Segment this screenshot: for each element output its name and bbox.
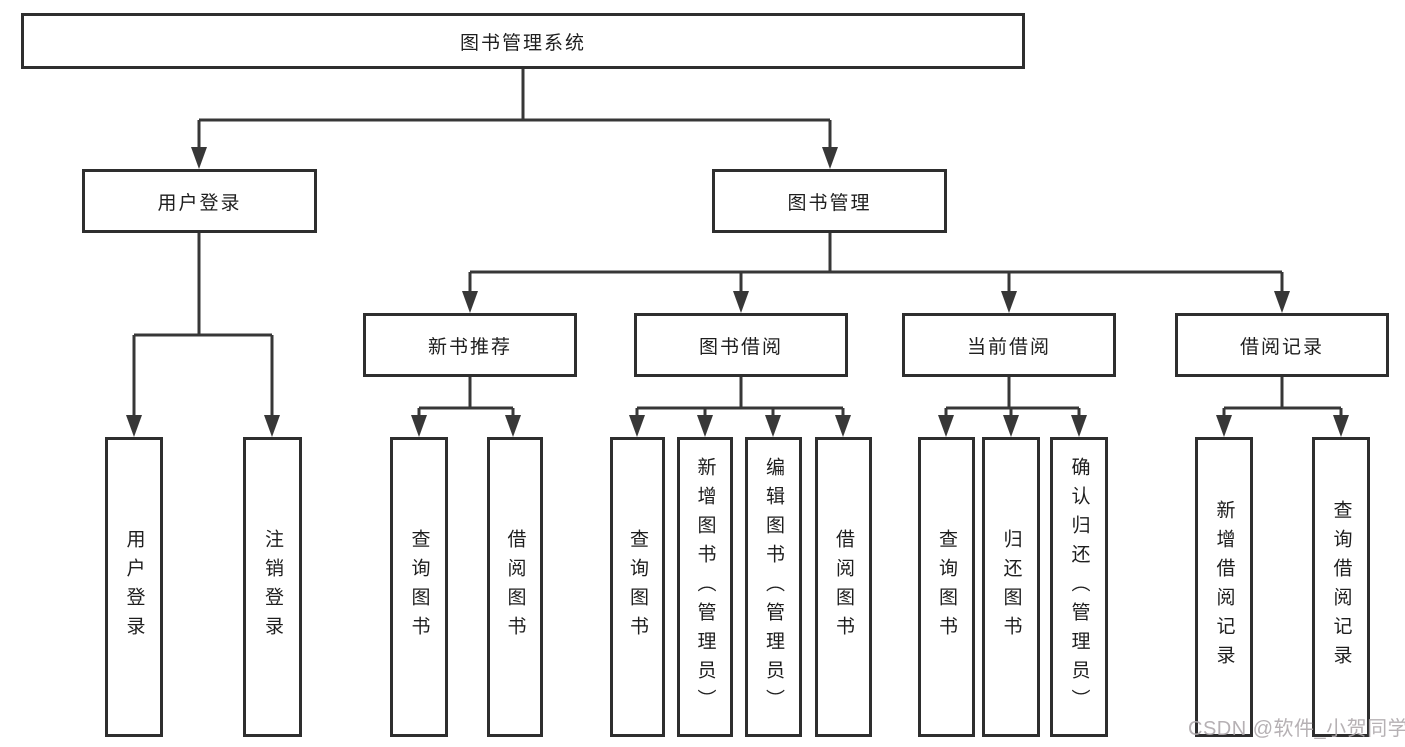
- leaf-label-current-return-books: 归还图书: [1000, 529, 1022, 645]
- node-box-borrowing-records: 借阅记录: [1175, 313, 1389, 377]
- leaf-label-user-login: 用户登录: [123, 529, 145, 645]
- leaf-box-recommend-query-books: 查询图书: [390, 437, 448, 737]
- arrowhead-down-icons: [126, 147, 1349, 437]
- leaf-label-borrowing-borrow-books: 借阅图书: [833, 529, 854, 645]
- node-label-system-root: 图书管理系统: [459, 32, 586, 54]
- node-box-book-management: 图书管理: [712, 169, 947, 233]
- leaf-label-borrowing-edit-books-admin: 编辑图书（管理员）: [763, 456, 784, 718]
- leaf-box-current-query-books: 查询图书: [918, 437, 975, 737]
- leaf-label-records-add-record: 新增借阅记录: [1213, 500, 1235, 674]
- leaf-box-borrowing-add-books-admin: 新增图书（管理员）: [677, 437, 733, 737]
- node-box-system-root: 图书管理系统: [21, 13, 1025, 69]
- leaf-box-logout: 注销登录: [243, 437, 302, 737]
- leaf-box-borrowing-edit-books-admin: 编辑图书（管理员）: [745, 437, 802, 737]
- leaf-label-records-query-record: 查询借阅记录: [1330, 500, 1352, 674]
- leaf-box-borrowing-query-books: 查询图书: [610, 437, 665, 737]
- node-label-book-borrowing: 图书借阅: [698, 336, 783, 358]
- leaf-box-current-return-books: 归还图书: [982, 437, 1040, 737]
- node-box-current-borrowing: 当前借阅: [902, 313, 1116, 377]
- node-label-book-management: 图书管理: [787, 192, 872, 214]
- connector-paths: [132, 69, 1343, 417]
- node-label-new-book-recommend: 新书推荐: [427, 336, 512, 358]
- leaf-label-logout: 注销登录: [262, 529, 283, 645]
- node-label-borrowing-records: 借阅记录: [1239, 336, 1324, 358]
- leaf-label-current-query-books: 查询图书: [936, 529, 957, 645]
- leaf-box-records-query-record: 查询借阅记录: [1312, 437, 1370, 737]
- leaf-label-borrowing-add-books-admin: 新增图书（管理员）: [694, 456, 716, 718]
- csdn-watermark: CSDN @软件_小贺同学: [1188, 718, 1405, 740]
- node-box-user-login: 用户登录: [82, 169, 317, 233]
- leaf-box-borrowing-borrow-books: 借阅图书: [815, 437, 872, 737]
- node-box-book-borrowing: 图书借阅: [634, 313, 848, 377]
- leaf-label-borrowing-query-books: 查询图书: [627, 529, 648, 645]
- leaf-box-current-confirm-return-admin: 确认归还（管理员）: [1050, 437, 1108, 737]
- leaf-label-recommend-borrow-books: 借阅图书: [504, 529, 526, 645]
- node-label-current-borrowing: 当前借阅: [966, 336, 1051, 358]
- leaf-box-recommend-borrow-books: 借阅图书: [487, 437, 543, 737]
- node-box-new-book-recommend: 新书推荐: [363, 313, 577, 377]
- leaf-label-recommend-query-books: 查询图书: [408, 529, 430, 645]
- leaf-box-records-add-record: 新增借阅记录: [1195, 437, 1253, 737]
- node-label-user-login: 用户登录: [157, 192, 242, 214]
- leaf-box-user-login: 用户登录: [105, 437, 163, 737]
- leaf-label-current-confirm-return-admin: 确认归还（管理员）: [1068, 456, 1090, 718]
